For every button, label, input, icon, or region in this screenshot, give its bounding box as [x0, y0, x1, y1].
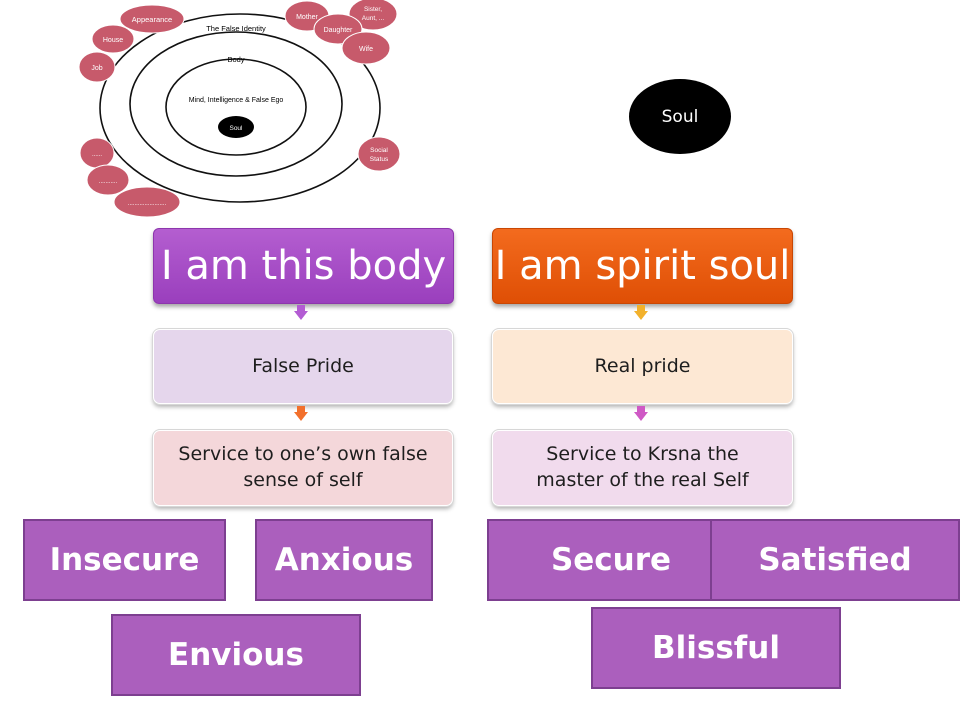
service-false-self-box: Service to one’s own false sense of self: [153, 430, 453, 506]
false-identity-title: The False Identity: [206, 24, 266, 33]
bubble-dots-1: ......: [79, 137, 115, 169]
service-false-self-text: Service to one’s own false sense of self: [178, 443, 428, 491]
body-ring: [129, 31, 343, 177]
svg-text:Aunt, ...: Aunt, ...: [362, 15, 385, 22]
false-identity-ring: [99, 13, 381, 203]
emotion-secure: Secure: [487, 519, 735, 601]
soul-dot: [218, 116, 254, 138]
emotion-envious: Envious: [111, 614, 361, 696]
emotion-anxious: Anxious: [255, 519, 433, 601]
bubble-social-status: Social Status: [357, 136, 401, 172]
real-pride-box: Real pride: [492, 329, 793, 404]
svg-text:House: House: [103, 37, 123, 44]
emotion-blissful: Blissful: [591, 607, 841, 689]
svg-text:Social: Social: [370, 147, 388, 154]
svg-text:Mother: Mother: [296, 14, 318, 21]
service-krsna-text: Service to Krsna the master of the real …: [536, 443, 749, 491]
svg-text:......: ......: [92, 152, 102, 158]
mind-label: Mind, Intelligence & False Ego: [189, 97, 284, 104]
svg-text:Status: Status: [370, 156, 389, 163]
false-pride-box: False Pride: [153, 329, 453, 404]
bubble-sister-aunt: Sister, Aunt, ...: [348, 0, 398, 31]
soul-oval: Soul: [629, 79, 731, 154]
false-identity-diagram: The False Identity Body Mind, Intelligen…: [78, 0, 401, 218]
header-i-am-spirit-soul: I am spirit soul: [492, 228, 793, 304]
down-arrow-icon: [294, 406, 308, 421]
service-krsna-box: Service to Krsna the master of the real …: [492, 430, 793, 506]
bubble-dots-3: .......................: [113, 186, 181, 218]
mind-ring: [165, 58, 307, 156]
svg-text:Appearance: Appearance: [132, 15, 172, 24]
down-arrow-icon: [634, 406, 648, 421]
svg-text:Daughter: Daughter: [324, 27, 353, 34]
bubble-wife: Wife: [341, 31, 391, 65]
down-arrow-icon: [634, 305, 648, 320]
svg-text:Wife: Wife: [359, 46, 373, 53]
svg-text:Job: Job: [91, 65, 102, 72]
svg-text:...........: ...........: [99, 179, 118, 185]
bubble-job: Job: [78, 51, 116, 83]
bubble-house: House: [91, 24, 135, 54]
bubble-dots-2: ...........: [86, 164, 130, 196]
body-label: Body: [227, 55, 244, 64]
emotion-satisfied: Satisfied: [710, 519, 960, 601]
header-i-am-this-body: I am this body: [153, 228, 454, 304]
bubble-appearance: Appearance: [119, 4, 185, 34]
soul-dot-label: Soul: [229, 125, 243, 132]
emotion-insecure: Insecure: [23, 519, 226, 601]
down-arrow-icon: [294, 305, 308, 320]
svg-text:Sister,: Sister,: [364, 6, 382, 13]
svg-text:.......................: .......................: [128, 201, 167, 207]
